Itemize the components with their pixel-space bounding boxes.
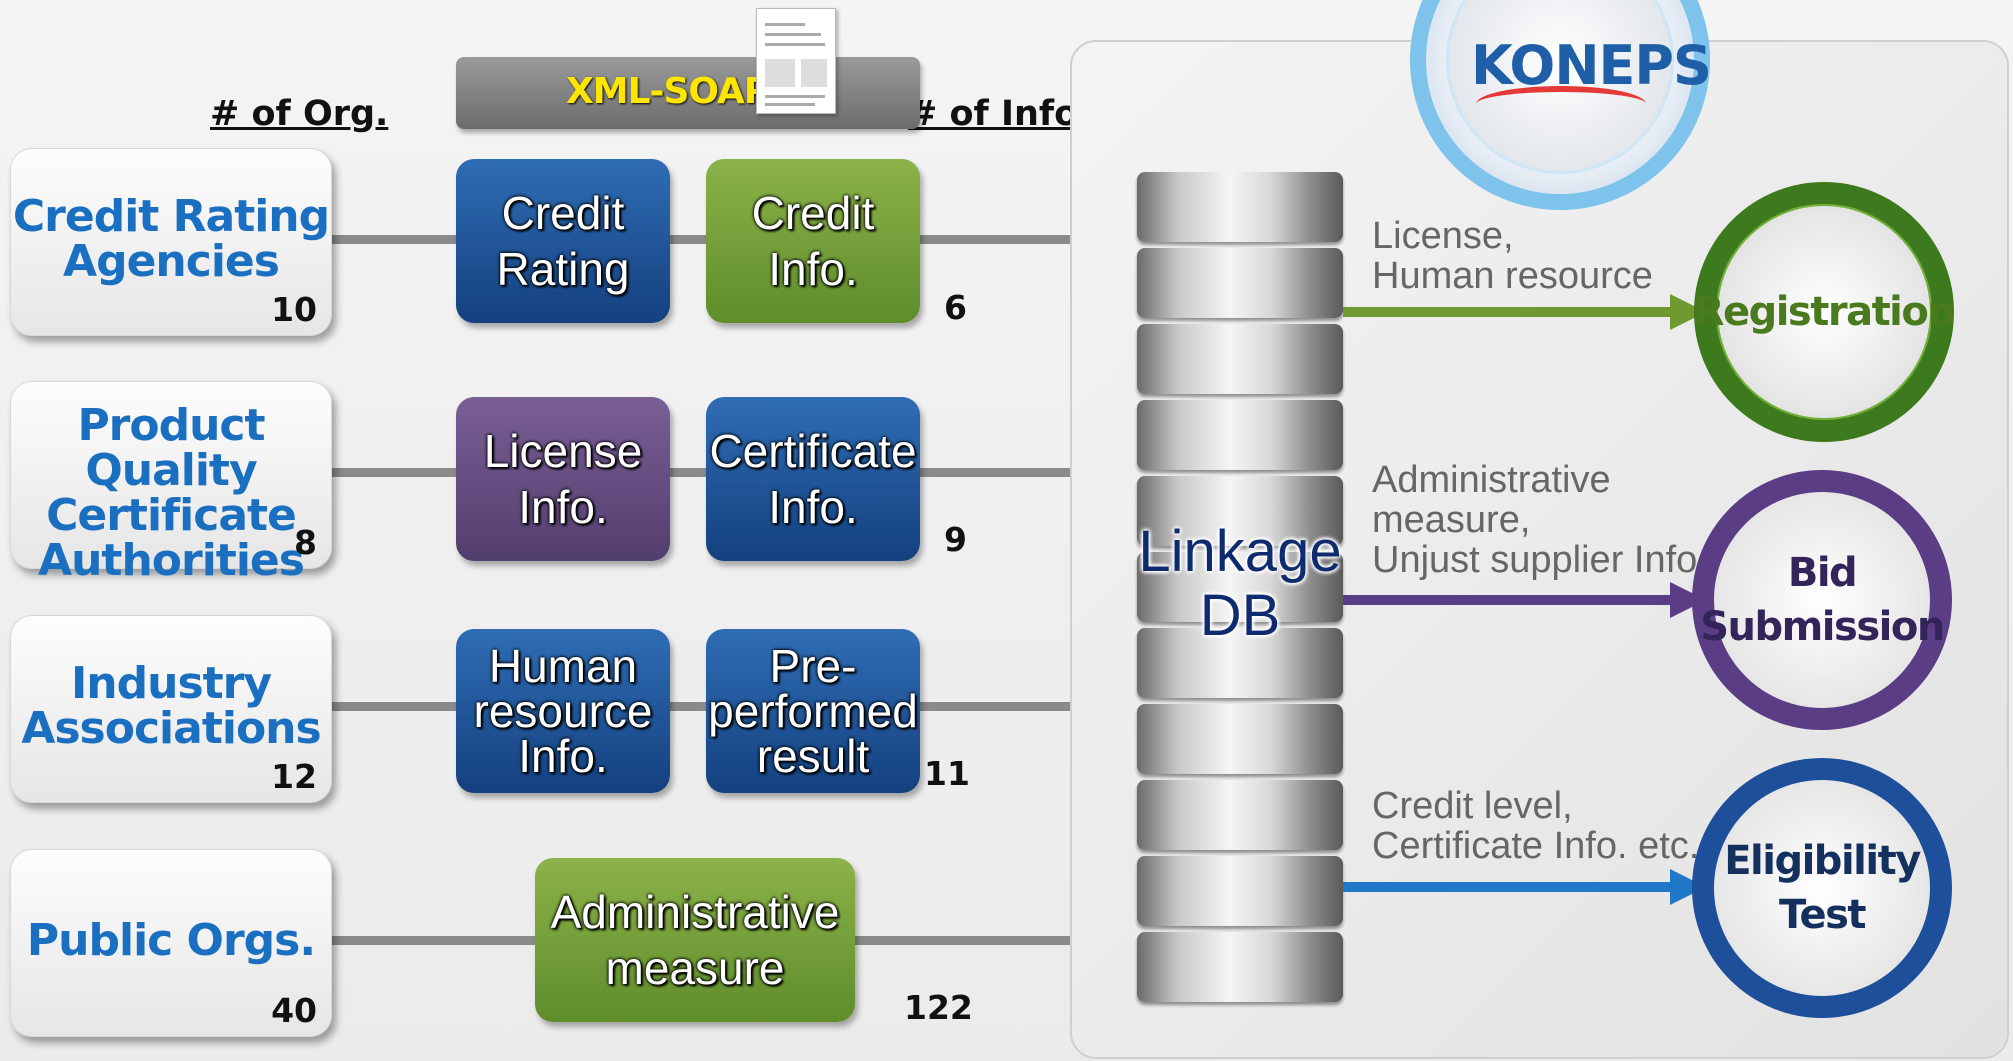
linkage-db-cylinder <box>1137 172 1343 1010</box>
org-name: Industry Associations <box>21 658 321 754</box>
org-count: 10 <box>271 290 317 329</box>
info-tile-certificate-info: Certificate Info. <box>706 397 920 561</box>
db-disk <box>1137 704 1343 774</box>
info-tile-license-info: License Info. <box>456 397 670 561</box>
target-eligibility-test: Eligibility Test <box>1692 758 1952 1018</box>
xml-soap-label: XML-SOAP <box>566 71 770 112</box>
org-count: 12 <box>271 757 317 796</box>
db-disk <box>1137 172 1343 242</box>
info-count: 122 <box>904 988 973 1027</box>
output-arrow-line <box>1343 307 1673 317</box>
org-name: Public Orgs. <box>26 915 316 966</box>
org-box-credit-rating-agencies: Credit Rating Agencies 10 <box>10 148 332 336</box>
xml-soap-bar: XML-SOAP <box>456 57 920 129</box>
org-box-certificate-authorities: Product Quality Certificate Authorities … <box>10 381 332 583</box>
db-disk <box>1137 248 1343 318</box>
org-name: Credit Rating Agencies <box>12 191 330 287</box>
org-box-industry-associations: Industry Associations 12 <box>10 615 332 803</box>
info-tile-administrative-measure: Administrative measure <box>535 858 855 1022</box>
org-name: Product Quality Certificate Authorities <box>38 400 305 586</box>
linkage-db-label: Linkage DB <box>1138 519 1342 648</box>
info-tile-human-resource-info: Human resource Info. <box>456 629 670 793</box>
org-box-public-orgs: Public Orgs. 40 <box>10 849 332 1037</box>
db-disk <box>1137 856 1343 926</box>
output-description: Administrative measure, Unjust supplier … <box>1372 459 1698 581</box>
info-tile-credit-info: Credit Info. <box>706 159 920 323</box>
info-tile-pre-performed-result: Pre- performed result <box>706 629 920 793</box>
document-icon <box>756 8 836 114</box>
output-arrow-line <box>1343 882 1673 892</box>
org-count: 8 <box>294 523 317 562</box>
db-disk <box>1137 552 1343 622</box>
org-count: 40 <box>271 991 317 1030</box>
target-registration: Registration <box>1694 182 1956 442</box>
db-disk <box>1137 400 1343 470</box>
db-disk <box>1137 476 1343 546</box>
info-tile-credit-rating: Credit Rating <box>456 159 670 323</box>
info-count: 11 <box>924 754 970 793</box>
info-count: 9 <box>944 520 967 559</box>
db-disk <box>1137 324 1343 394</box>
output-description: Credit level, Certificate Info. etc. <box>1372 785 1700 867</box>
output-arrow-line <box>1343 595 1673 605</box>
db-disk <box>1137 628 1343 698</box>
output-description: License, Human resource <box>1372 215 1653 297</box>
swoosh-icon <box>1476 86 1646 122</box>
db-disk <box>1137 780 1343 850</box>
info-count: 6 <box>944 288 967 327</box>
info-column-header: # of Info. <box>908 94 1092 134</box>
db-disk <box>1137 932 1343 1002</box>
orgs-column-header: # of Org. <box>210 94 389 134</box>
target-bid-submission: Bid Submission <box>1692 470 1952 730</box>
